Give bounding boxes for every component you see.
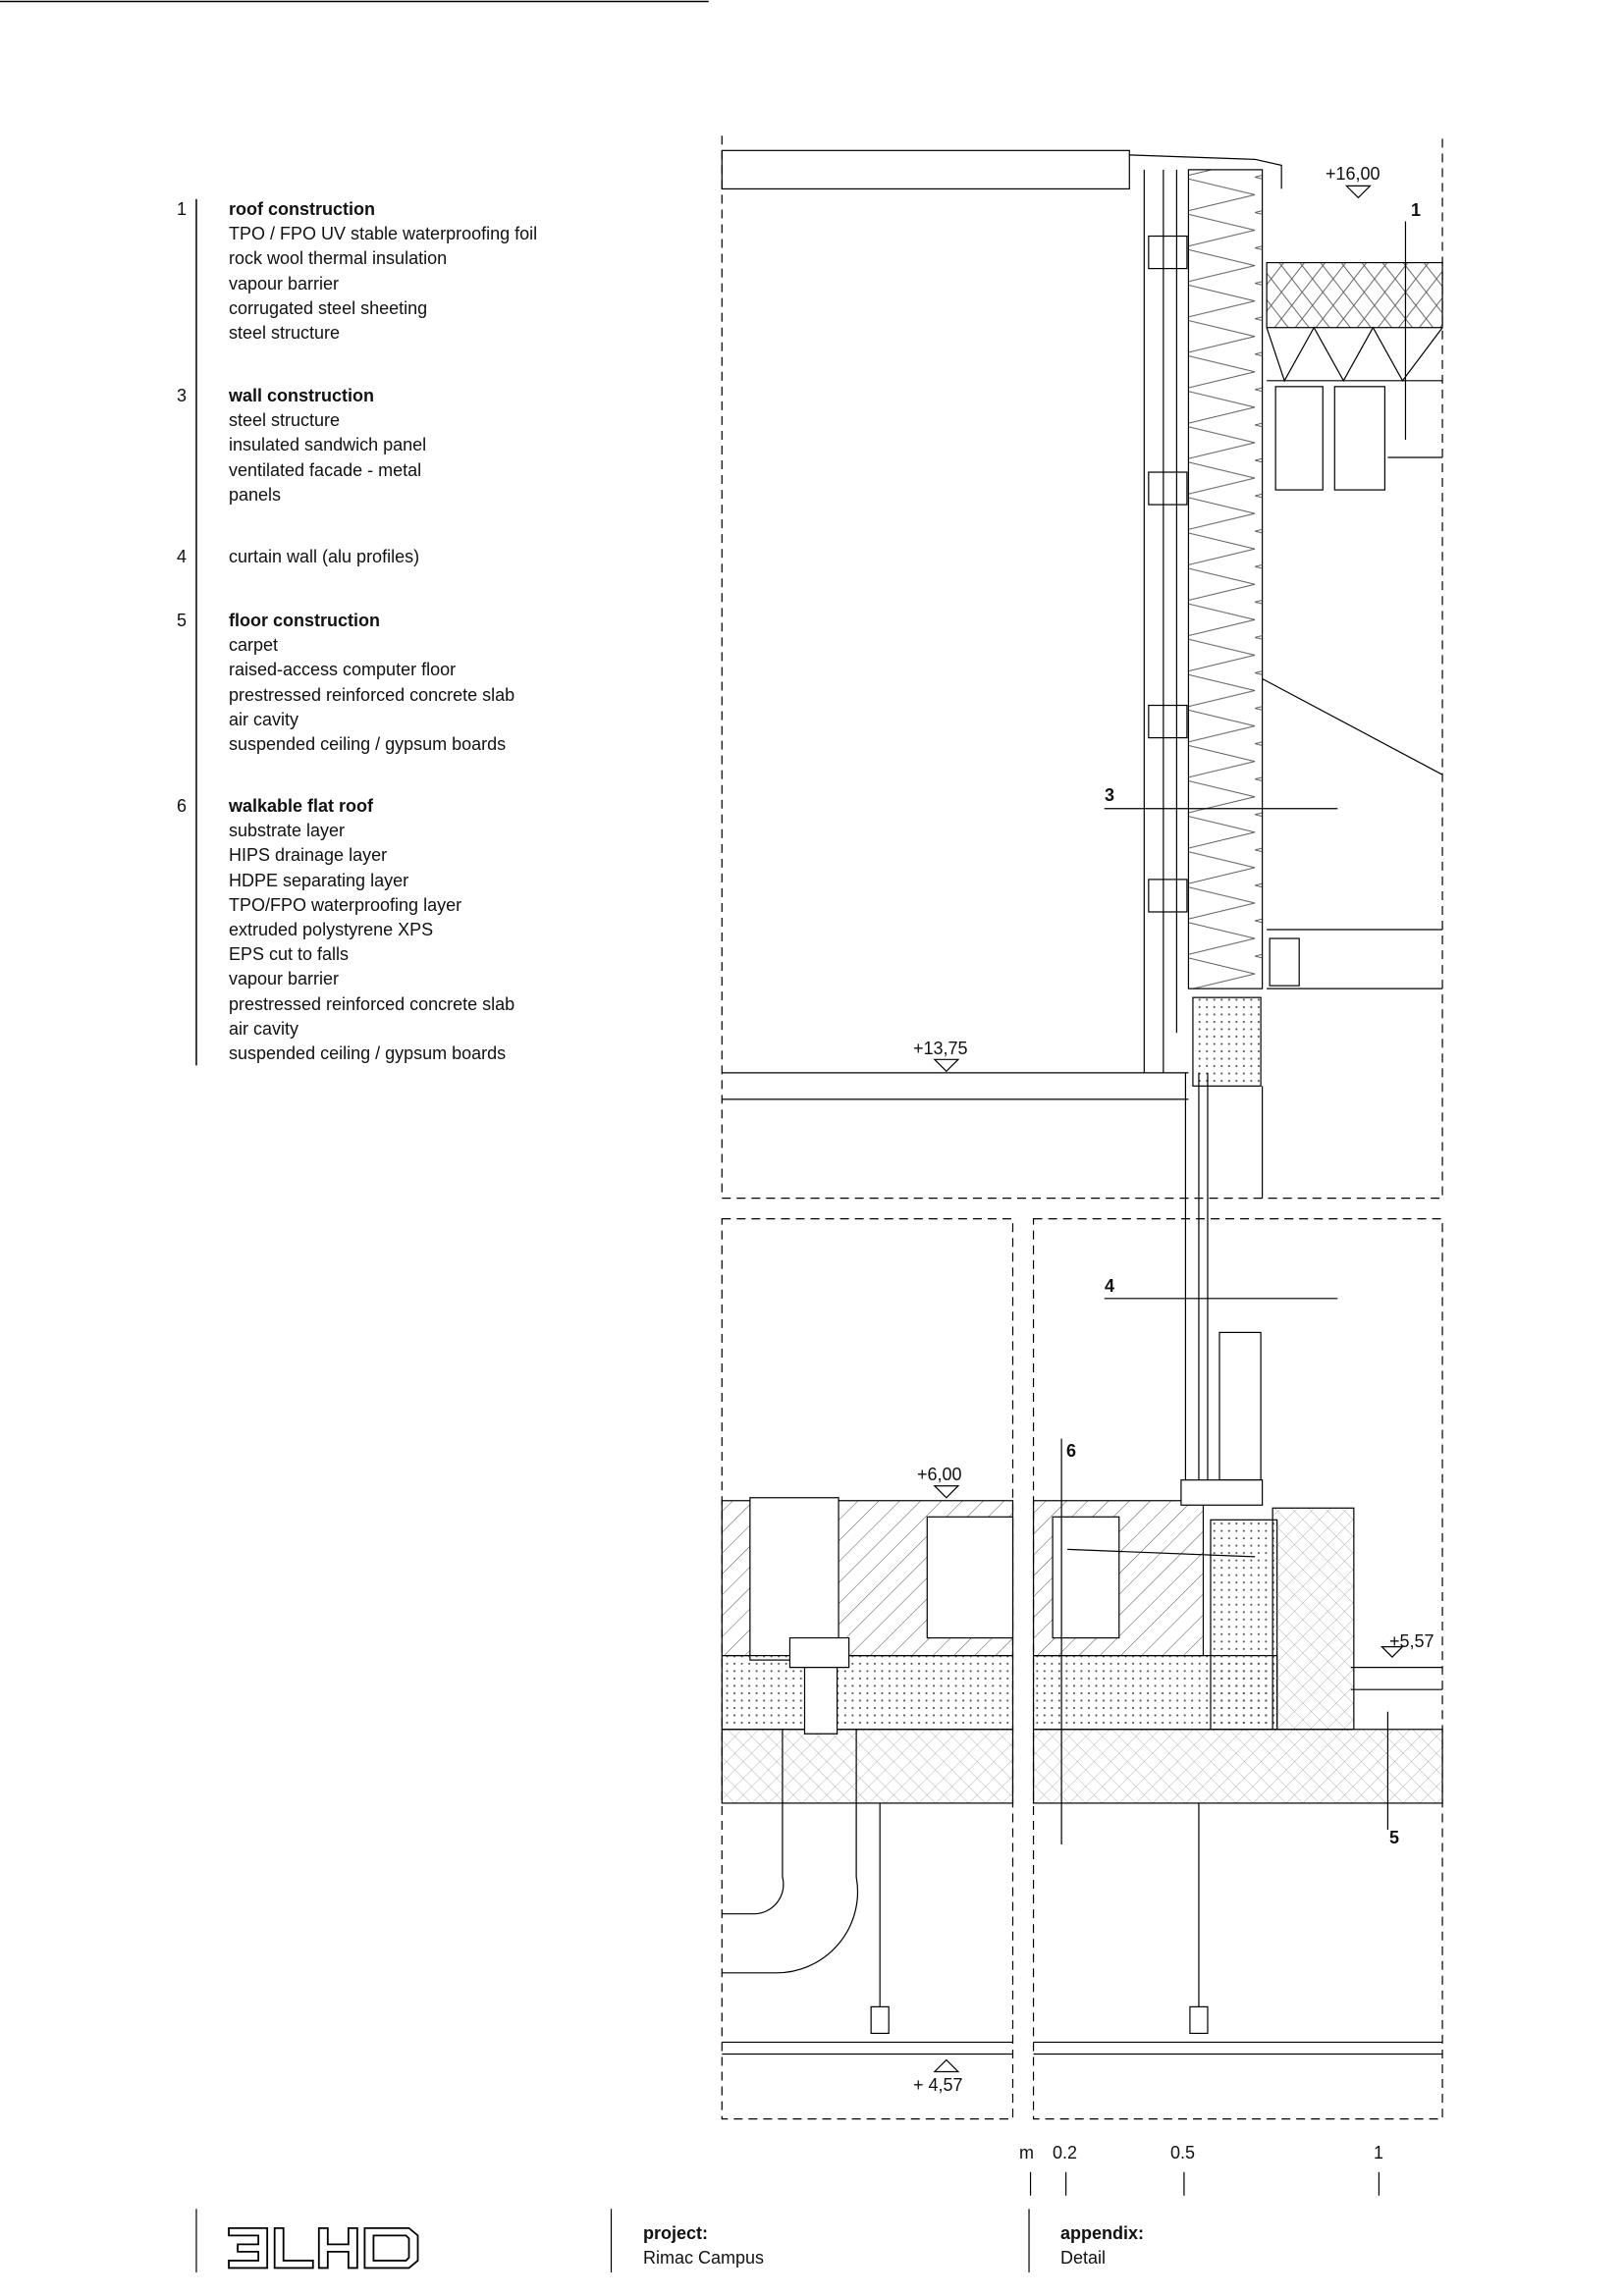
callout-5: 5 xyxy=(1389,1828,1400,1847)
legend-section-title: walkable flat roof xyxy=(229,796,374,816)
scale-tick-label: 1 xyxy=(1374,2143,1384,2163)
legend-item-name: TPO/FPO waterproofing layer xyxy=(229,895,462,915)
scale-tick-label: 0.2 xyxy=(1053,2143,1078,2163)
appendix-value: Detail xyxy=(1060,2248,1107,2268)
level-terrace: +6,00 xyxy=(917,1465,962,1484)
legend-item-name: prestressed reinforced concrete slab xyxy=(229,994,515,1014)
legend-item-name: vapour barrier xyxy=(229,274,340,294)
legend-item-name: air cavity xyxy=(229,710,299,729)
project-value: Rimac Campus xyxy=(643,2248,765,2268)
terrace-slab-detail xyxy=(721,1438,1443,2056)
legend-item-name: prestressed reinforced concrete slab xyxy=(229,685,515,705)
legend-item-name: suspended ceiling / gypsum boards xyxy=(229,1043,507,1063)
legend-item-name: vapour barrier xyxy=(229,969,340,988)
legend-section-number: 1 xyxy=(177,199,188,219)
level-ceiling: + 4,57 xyxy=(913,2075,963,2095)
legend-item-name: HIPS drainage layer xyxy=(229,845,388,865)
legend-item-name: HDPE separating layer xyxy=(229,871,409,890)
footer-dividers xyxy=(195,2209,1030,2272)
level-markers xyxy=(933,185,1404,2073)
level-top-floor: +13,75 xyxy=(913,1039,968,1058)
legend-item-name: raised-access computer floor xyxy=(229,660,457,679)
legend-section-number: 4 xyxy=(177,547,188,566)
callout-4: 4 xyxy=(1105,1276,1115,1296)
legend-section-title: floor construction xyxy=(229,611,380,630)
appendix-label: appendix: xyxy=(1060,2223,1145,2243)
legend-section-title: wall construction xyxy=(229,386,375,405)
legend-item-name: air cavity xyxy=(229,1019,299,1039)
callout-1: 1 xyxy=(1411,200,1422,220)
legend-item-name: TPO / FPO UV stable waterproofing foil xyxy=(229,224,538,243)
callout-6: 6 xyxy=(1066,1441,1077,1461)
legend-item-name: insulated sandwich panel xyxy=(229,435,427,454)
scale-ticks xyxy=(1029,2171,1380,2196)
legend-item-name: EPS cut to falls xyxy=(229,944,350,964)
level-floor: +5,57 xyxy=(1389,1631,1435,1651)
legend-section-title: curtain wall (alu profiles) xyxy=(229,547,420,566)
legend-section-number: 3 xyxy=(177,386,188,405)
legend-item-name: ventilated facade - metal xyxy=(229,460,422,480)
legend-item-name: rock wool thermal insulation xyxy=(229,248,448,268)
legend-section-title: roof construction xyxy=(229,199,375,219)
legend-item-name: panels xyxy=(229,485,282,505)
legend-section-number: 5 xyxy=(177,611,188,630)
legend-item-name: extruded polystyrene XPS xyxy=(229,920,434,939)
legend-item-name: steel structure xyxy=(229,323,341,343)
callout-3: 3 xyxy=(1105,785,1115,805)
legend-item-name: corrugated steel sheeting xyxy=(229,298,428,318)
project-label: project: xyxy=(643,2223,709,2243)
legend-item-name: carpet xyxy=(229,635,279,655)
legend-item-name: steel structure xyxy=(229,410,341,430)
roof-wall-detail xyxy=(721,149,1443,1483)
level-roof: +16,00 xyxy=(1326,164,1380,184)
scale-tick-label: 0.5 xyxy=(1170,2143,1196,2163)
legend-section-number: 6 xyxy=(177,796,188,816)
logo-3lhd xyxy=(228,2226,419,2269)
legend-item-name: suspended ceiling / gypsum boards xyxy=(229,734,507,754)
legend-item-name: substrate layer xyxy=(229,821,346,840)
scale-unit: m xyxy=(1019,2143,1034,2163)
